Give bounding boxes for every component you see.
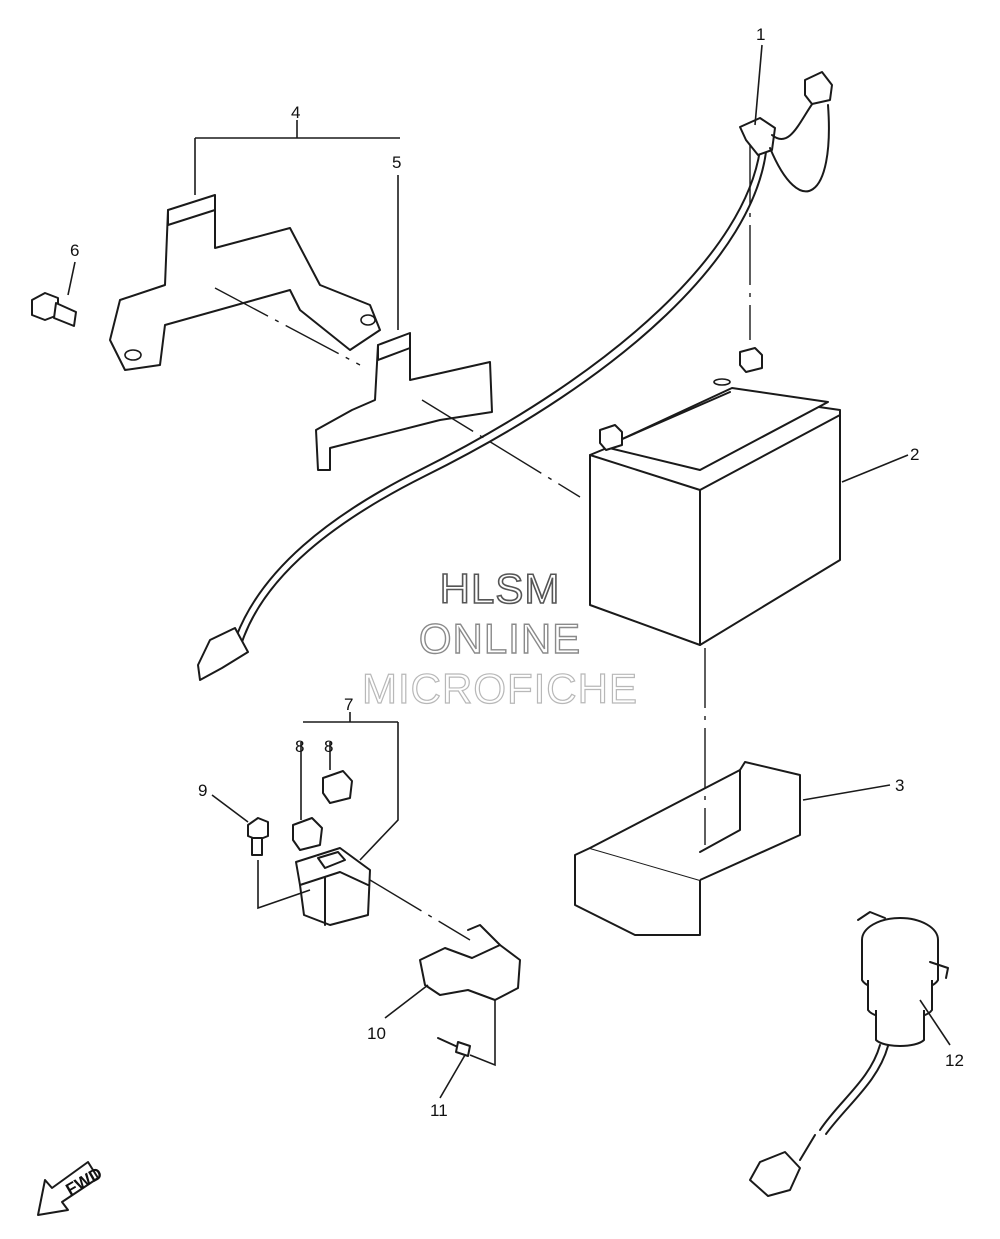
power-socket[interactable] (749, 911, 949, 1197)
callout-10: 10 (367, 1024, 386, 1043)
fwd-arrow-icon: FWD (37, 1161, 106, 1216)
fuse-8b[interactable] (322, 770, 353, 804)
rivet-11[interactable] (437, 1037, 471, 1057)
watermark-line-2: ONLINE (418, 614, 582, 662)
callout-11: 11 (430, 1101, 448, 1120)
watermark-line-3: MICROFICHE (361, 664, 638, 712)
callout-5: 5 (392, 153, 401, 172)
leader-lines (67, 44, 951, 1099)
battery-band[interactable] (574, 761, 801, 936)
callout-labels: 1 2 3 4 5 6 7 8 8 9 10 11 12 (70, 25, 964, 1120)
battery-cable[interactable] (197, 71, 833, 681)
callout-9: 9 (198, 781, 207, 800)
bolt-6[interactable] (31, 292, 77, 327)
callout-12: 12 (945, 1051, 964, 1070)
callout-3: 3 (895, 776, 904, 795)
callout-7: 7 (344, 695, 353, 714)
battery-bracket-upper[interactable] (109, 194, 381, 371)
callout-2: 2 (910, 445, 919, 464)
watermark-line-1: HLSM (439, 564, 561, 613)
relay-bracket[interactable] (419, 924, 521, 1001)
callout-6: 6 (70, 241, 79, 260)
battery-bracket-lower[interactable] (315, 332, 493, 471)
callout-8a: 8 (295, 737, 304, 756)
screw-9[interactable] (247, 817, 269, 856)
starter-relay[interactable] (295, 847, 371, 926)
callout-4: 4 (291, 103, 300, 122)
callout-1: 1 (756, 25, 765, 44)
callout-8b: 8 (324, 737, 333, 756)
battery[interactable] (589, 347, 841, 646)
fuse-8a[interactable] (292, 817, 323, 851)
